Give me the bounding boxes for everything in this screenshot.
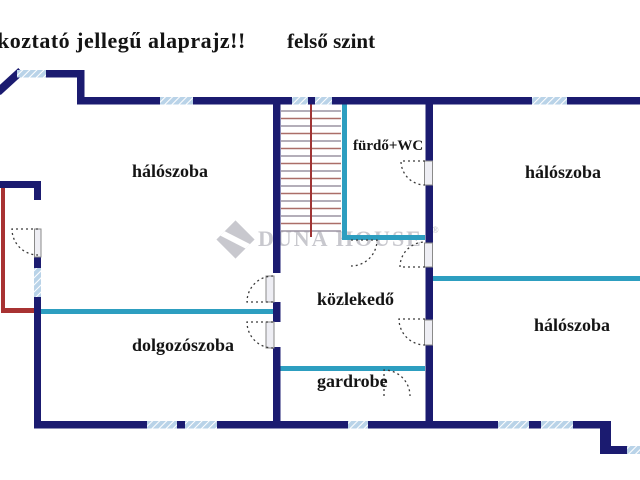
room-label-bathroom: fürdő+WC — [353, 138, 424, 154]
door-arc-bathroom — [400, 160, 426, 186]
room-label-bedroom-left: hálószoba — [132, 161, 209, 181]
room-label-hallway: közlekedő — [317, 289, 395, 309]
terrace-outline — [1, 188, 38, 313]
staircase — [281, 104, 341, 237]
page-title: koztató jellegű alaprajz!! — [0, 28, 246, 53]
room-label-bedroom-bottom-right: hálószoba — [534, 315, 611, 335]
room-label-study: dolgozószoba — [132, 335, 235, 355]
room-label-wardrobe: gardrobe — [317, 371, 388, 391]
door-arc-bedroom-se — [398, 318, 426, 346]
door-arc-terrace — [11, 228, 39, 256]
door-swing-arcs — [11, 160, 426, 397]
door-leaves — [34, 160, 433, 349]
door-arc-wardrobe — [383, 369, 411, 397]
room-label-bedroom-top-right: hálószoba — [525, 162, 602, 182]
registered-mark: ® — [431, 225, 439, 235]
walls — [0, 68, 640, 454]
floor-label: felső szint — [287, 29, 376, 53]
door-arc-hall-ne — [399, 241, 426, 268]
room-dividers — [41, 104, 640, 371]
door-arc-stairs — [350, 239, 378, 267]
windows — [17, 70, 640, 454]
door-arc-bedroom-left — [246, 275, 274, 303]
door-arc-study — [246, 321, 274, 349]
